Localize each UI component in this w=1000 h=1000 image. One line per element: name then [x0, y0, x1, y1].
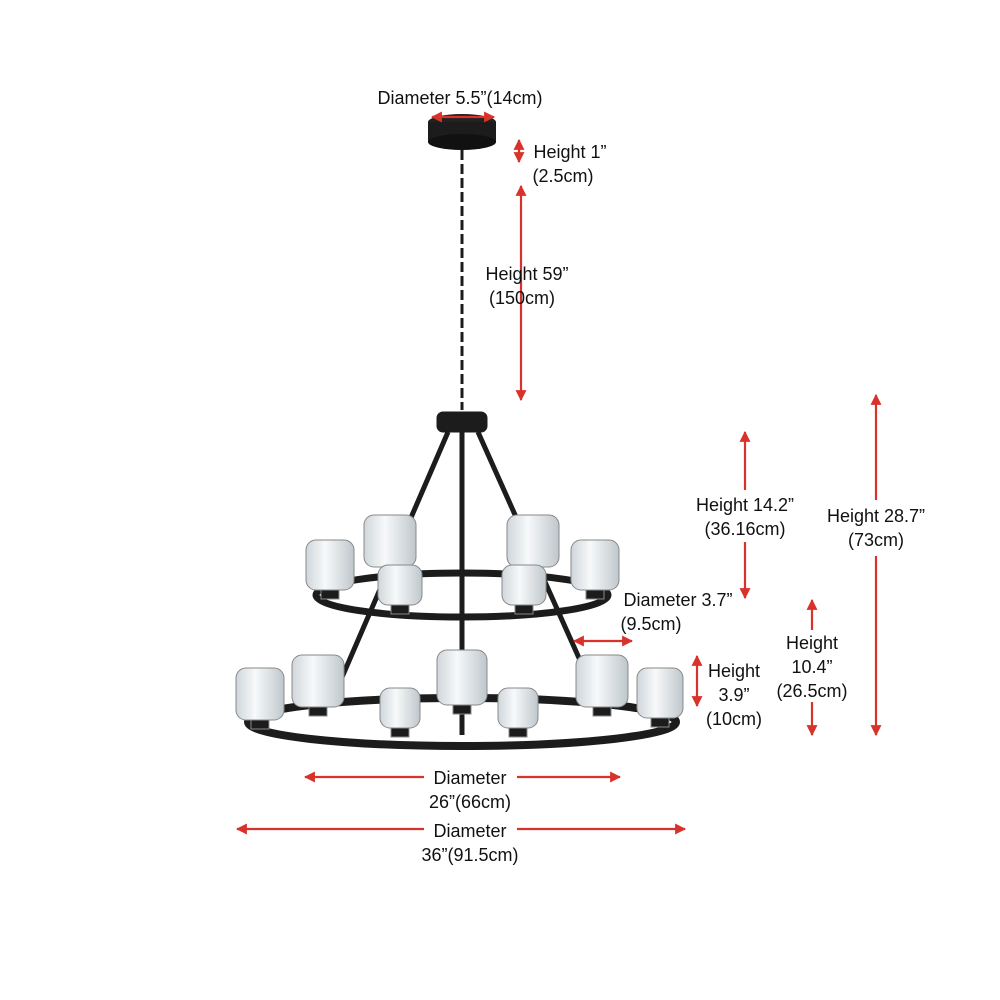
upper-diameter-metric: 26”(66cm): [428, 792, 512, 812]
socket-cup: [514, 604, 534, 615]
canopy-height-metric: (2.5cm): [532, 166, 594, 186]
shade-diameter-metric: (9.5cm): [620, 614, 682, 634]
glass-shade: [575, 654, 629, 708]
glass-shade: [636, 667, 684, 719]
lower-height-label: Height: [785, 633, 839, 653]
socket-cup: [250, 719, 270, 730]
glass-shade: [570, 539, 620, 591]
socket-cup: [390, 727, 410, 738]
upper-diameter-label: Diameter: [433, 768, 507, 788]
glass-shades: [235, 514, 684, 738]
shade-height-metric: (10cm): [705, 709, 763, 729]
socket-cup: [592, 706, 612, 717]
split-arrows: [235, 393, 882, 835]
socket-cup: [320, 589, 340, 600]
lower-height-value: 10.4”: [791, 657, 833, 677]
socket-cup: [452, 704, 472, 715]
socket-cup: [585, 589, 605, 600]
glass-shade: [506, 514, 560, 568]
chandelier: [244, 114, 680, 750]
lower-diameter-label: Diameter: [433, 821, 507, 841]
glass-shade: [363, 514, 417, 568]
shade-diameter-label: Diameter 3.7”: [623, 590, 733, 610]
glass-shade: [235, 667, 285, 721]
lower-height-metric: (26.5cm): [776, 681, 848, 701]
glass-shade: [305, 539, 355, 591]
upper-height-metric: (36.16cm): [704, 519, 786, 539]
canopy-diameter-label: Diameter 5.5”(14cm): [377, 88, 543, 108]
socket-cup: [390, 604, 410, 615]
glass-shade: [497, 687, 539, 729]
chain-height-metric: (150cm): [488, 288, 556, 308]
glass-shade: [377, 564, 423, 606]
upper-height-label: Height 14.2”: [695, 495, 795, 515]
chain-height-label: Height 59”: [485, 264, 569, 284]
dimension-arrows: [430, 111, 703, 708]
canopy-height-label: Height 1”: [533, 142, 607, 162]
total-height-label: Height 28.7”: [826, 506, 926, 526]
lower-diameter-metric: 36”(91.5cm): [421, 845, 519, 865]
socket-cup: [650, 717, 670, 728]
glass-shade: [291, 654, 345, 708]
total-height-metric: (73cm): [847, 530, 905, 550]
glass-shade: [501, 564, 547, 606]
glass-shade: [379, 687, 421, 729]
shade-height-label: Height: [707, 661, 761, 681]
socket-cup: [308, 706, 328, 717]
glass-shade: [436, 649, 488, 706]
shade-height-value: 3.9”: [718, 685, 750, 705]
socket-cup: [508, 727, 528, 738]
